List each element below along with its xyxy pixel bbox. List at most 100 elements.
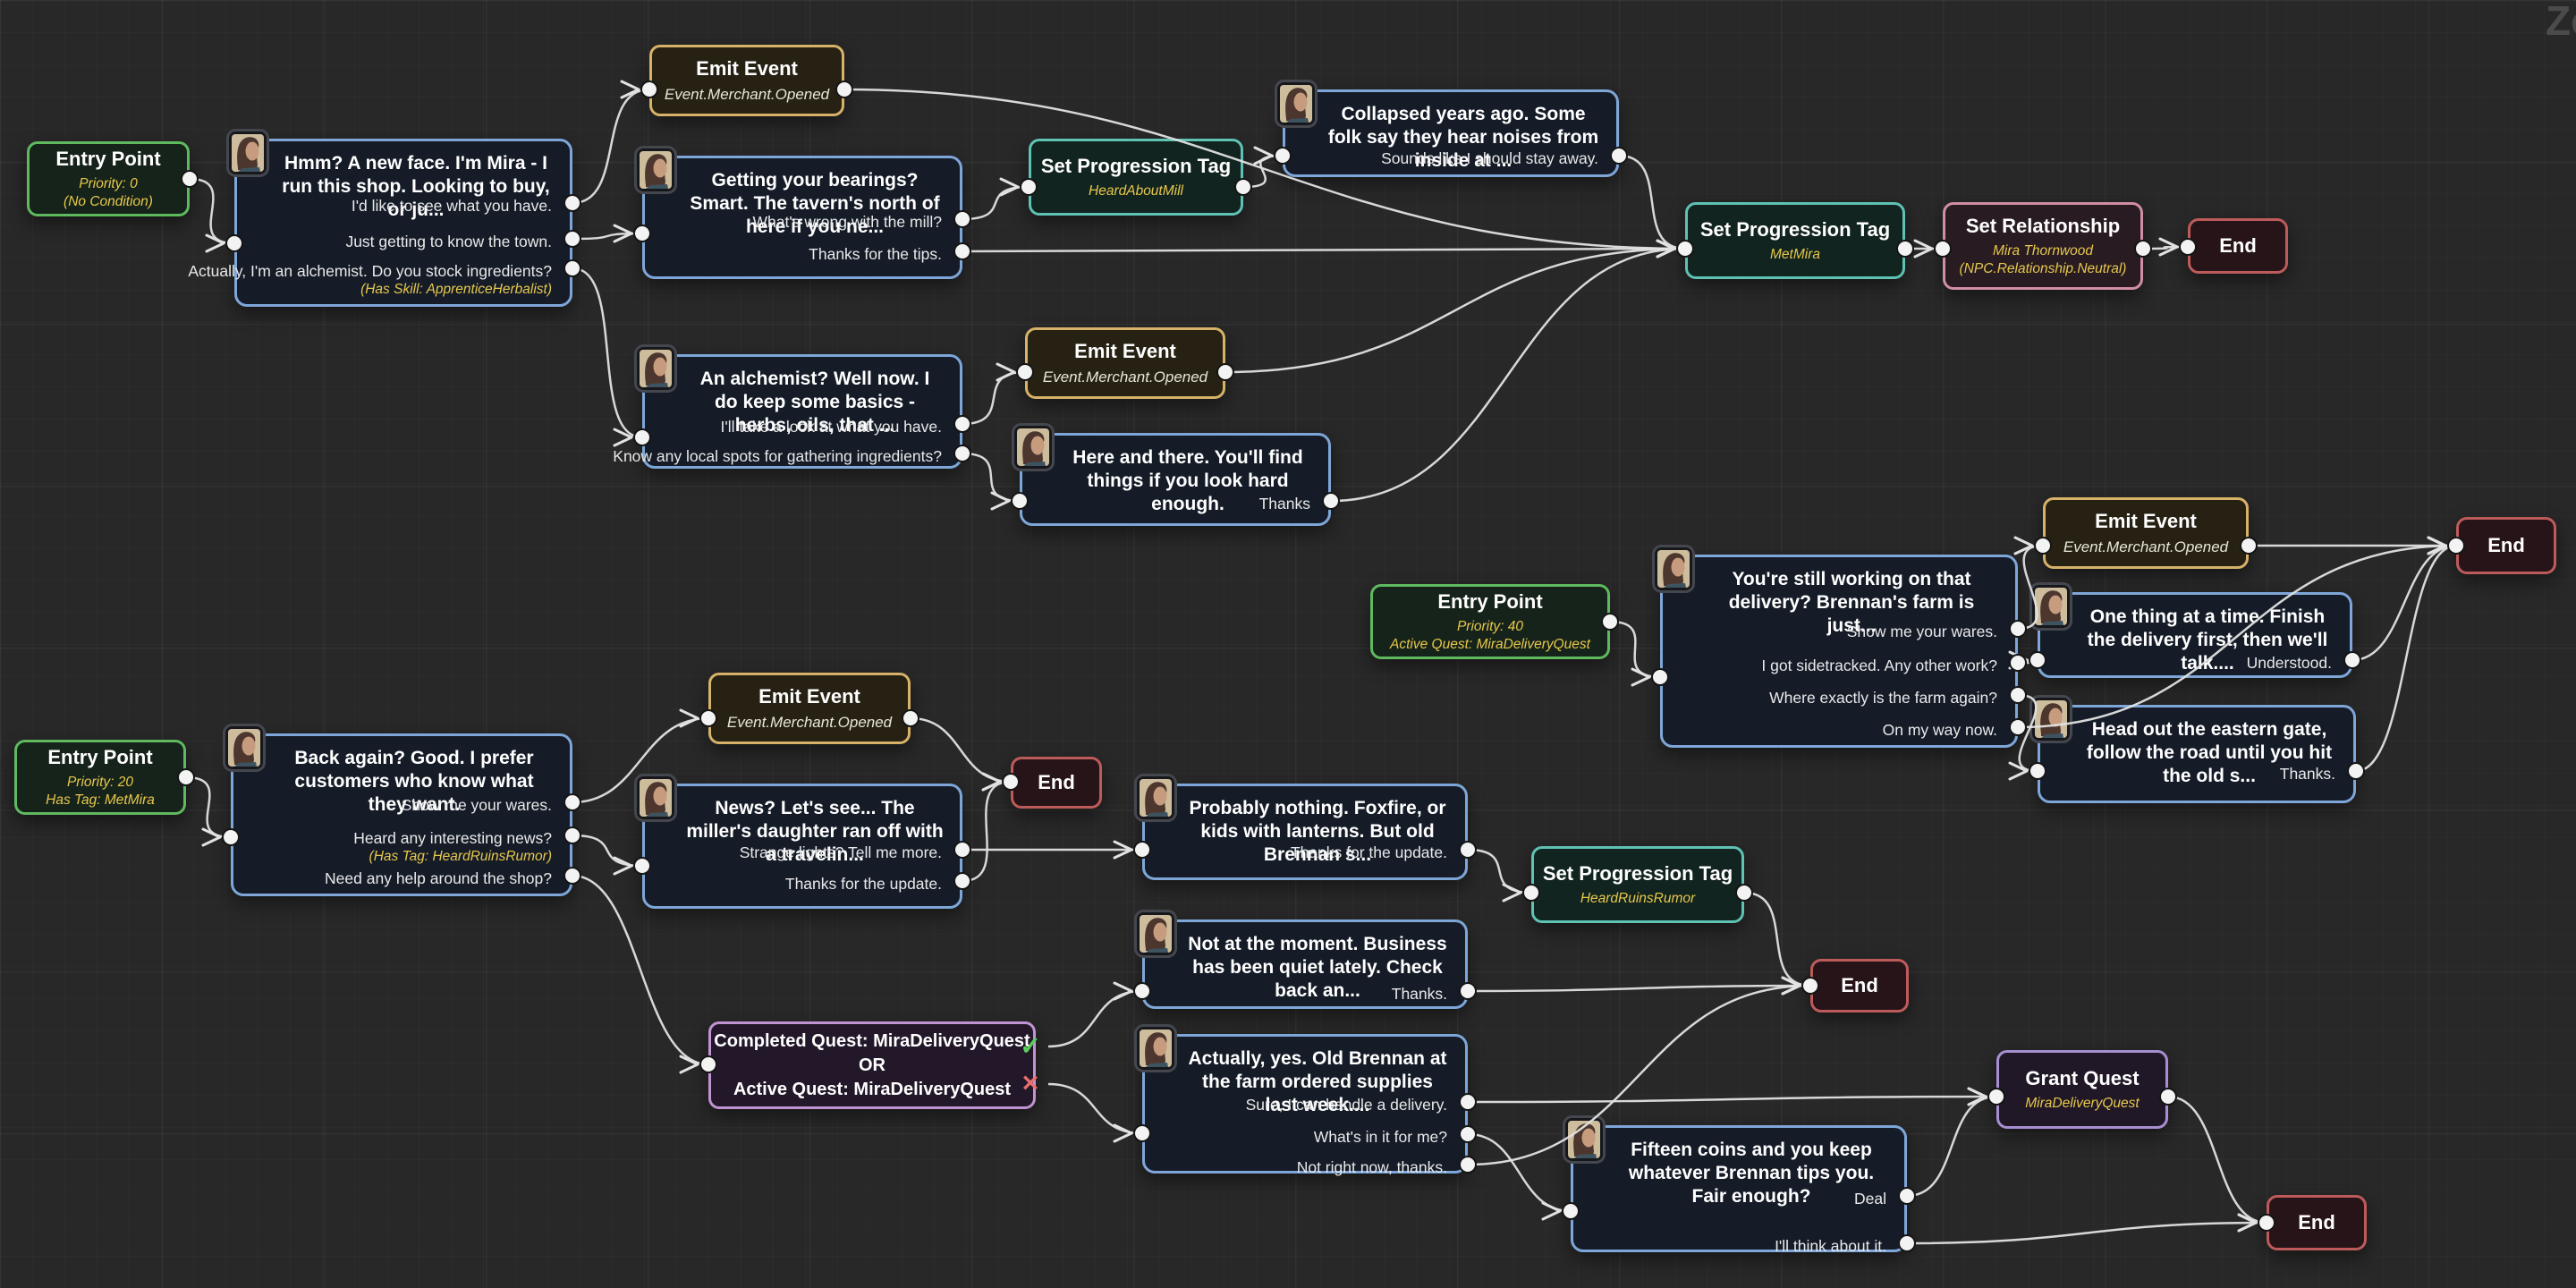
input-port[interactable]	[2179, 238, 2197, 256]
output-port[interactable]	[564, 194, 581, 212]
output-port[interactable]	[1459, 1156, 1477, 1174]
input-port[interactable]	[2034, 537, 2052, 555]
npc-here-there[interactable]: Here and there. You'll find things if yo…	[1012, 423, 1331, 526]
input-port[interactable]	[699, 1055, 717, 1073]
output-port[interactable]	[564, 867, 581, 885]
input-port[interactable]	[1133, 1124, 1151, 1142]
input-port[interactable]	[699, 709, 717, 727]
output-port[interactable]	[1735, 884, 1753, 902]
npc-one-thing[interactable]: One thing at a time. Finish the delivery…	[2029, 582, 2352, 678]
input-port[interactable]	[225, 234, 243, 252]
input-port[interactable]	[1016, 363, 1034, 381]
end-d[interactable]: End	[1810, 959, 1909, 1013]
false-output-port[interactable]: ✕	[1021, 1071, 1040, 1097]
input-port[interactable]	[1987, 1088, 2005, 1106]
output-port[interactable]	[1459, 1125, 1477, 1143]
npc-back-again[interactable]: Back again? Good. I prefer customers who…	[223, 724, 572, 896]
npc-fifteen-coins[interactable]: Fifteen coins and you keep whatever Bren…	[1563, 1115, 1907, 1255]
npc-still-working[interactable]: You're still working on that delivery? B…	[1652, 545, 2018, 748]
input-port[interactable]	[2258, 1214, 2275, 1232]
output-port[interactable]	[2159, 1088, 2177, 1106]
output-port[interactable]	[2343, 651, 2361, 669]
output-port[interactable]	[564, 230, 581, 248]
input-port[interactable]	[1133, 982, 1151, 1000]
output-port[interactable]	[564, 826, 581, 844]
output-port[interactable]	[2009, 620, 2027, 638]
true-output-port[interactable]: ✓	[1020, 1032, 1041, 1060]
input-port[interactable]	[1002, 773, 1020, 791]
end-b[interactable]: End	[2456, 517, 2556, 574]
npc-greet[interactable]: Hmm? A new face. I'm Mira - I run this s…	[188, 129, 572, 307]
output-port[interactable]	[1459, 1093, 1477, 1111]
input-port[interactable]	[1562, 1202, 1580, 1220]
output-port[interactable]	[835, 80, 853, 98]
output-port[interactable]	[1898, 1234, 1916, 1252]
input-port[interactable]	[1522, 884, 1540, 902]
output-port[interactable]	[2009, 654, 2027, 672]
npc-bearings[interactable]: Getting your bearings? Smart. The tavern…	[634, 146, 962, 279]
output-port[interactable]	[953, 445, 971, 462]
output-port[interactable]	[1610, 147, 1628, 165]
output-port[interactable]	[1216, 363, 1234, 381]
input-port[interactable]	[633, 225, 651, 242]
npc-alchemist[interactable]: An alchemist? Well now. I do keep some b…	[613, 344, 962, 469]
output-port[interactable]	[1898, 1187, 1916, 1205]
npc-probably[interactable]: Probably nothing. Foxfire, or kids with …	[1134, 774, 1468, 880]
output-port[interactable]	[177, 768, 195, 786]
input-port[interactable]	[2029, 651, 2046, 669]
npc-actually[interactable]: Actually, yes. Old Brennan at the farm o…	[1134, 1024, 1468, 1176]
end-e[interactable]: End	[2267, 1195, 2367, 1250]
output-port[interactable]	[1459, 982, 1477, 1000]
output-port[interactable]	[2134, 240, 2152, 258]
output-port[interactable]	[2240, 537, 2258, 555]
input-port[interactable]	[1801, 977, 1819, 995]
output-port[interactable]	[181, 170, 199, 188]
input-port[interactable]	[1676, 240, 1694, 258]
input-port[interactable]	[1274, 147, 1292, 165]
input-port[interactable]	[1133, 841, 1151, 859]
end-c[interactable]: End	[1011, 757, 1102, 809]
output-port[interactable]	[1322, 492, 1340, 510]
output-port[interactable]	[953, 841, 971, 859]
input-port[interactable]	[1934, 240, 1952, 258]
npc-not-now[interactable]: Not at the moment. Business has been qui…	[1134, 910, 1468, 1009]
output-port[interactable]	[564, 793, 581, 811]
output-port[interactable]	[564, 259, 581, 277]
input-port[interactable]	[2447, 537, 2465, 555]
npc-head-out[interactable]: Head out the eastern gate, follow the ro…	[2029, 695, 2356, 803]
output-port[interactable]	[902, 709, 919, 727]
input-port[interactable]	[633, 857, 651, 875]
input-port[interactable]	[1651, 668, 1669, 686]
end-a[interactable]: End	[2188, 218, 2288, 274]
input-port[interactable]	[1020, 178, 1038, 196]
output-port[interactable]	[953, 242, 971, 260]
input-port[interactable]	[1011, 492, 1029, 510]
input-port[interactable]	[222, 828, 240, 846]
npc-collapsed[interactable]: Collapsed years ago. Some folk say they …	[1275, 80, 1619, 177]
output-port[interactable]	[2009, 686, 2027, 704]
output-port[interactable]	[953, 872, 971, 890]
output-port[interactable]	[953, 415, 971, 433]
output-port[interactable]	[1896, 240, 1914, 258]
output-port[interactable]	[1459, 841, 1477, 859]
input-port[interactable]	[633, 428, 651, 446]
output-port[interactable]	[2009, 718, 2027, 736]
input-port[interactable]	[2029, 762, 2046, 780]
output-port[interactable]	[1234, 178, 1252, 196]
output-port[interactable]	[953, 210, 971, 228]
output-port[interactable]	[1601, 613, 1619, 631]
